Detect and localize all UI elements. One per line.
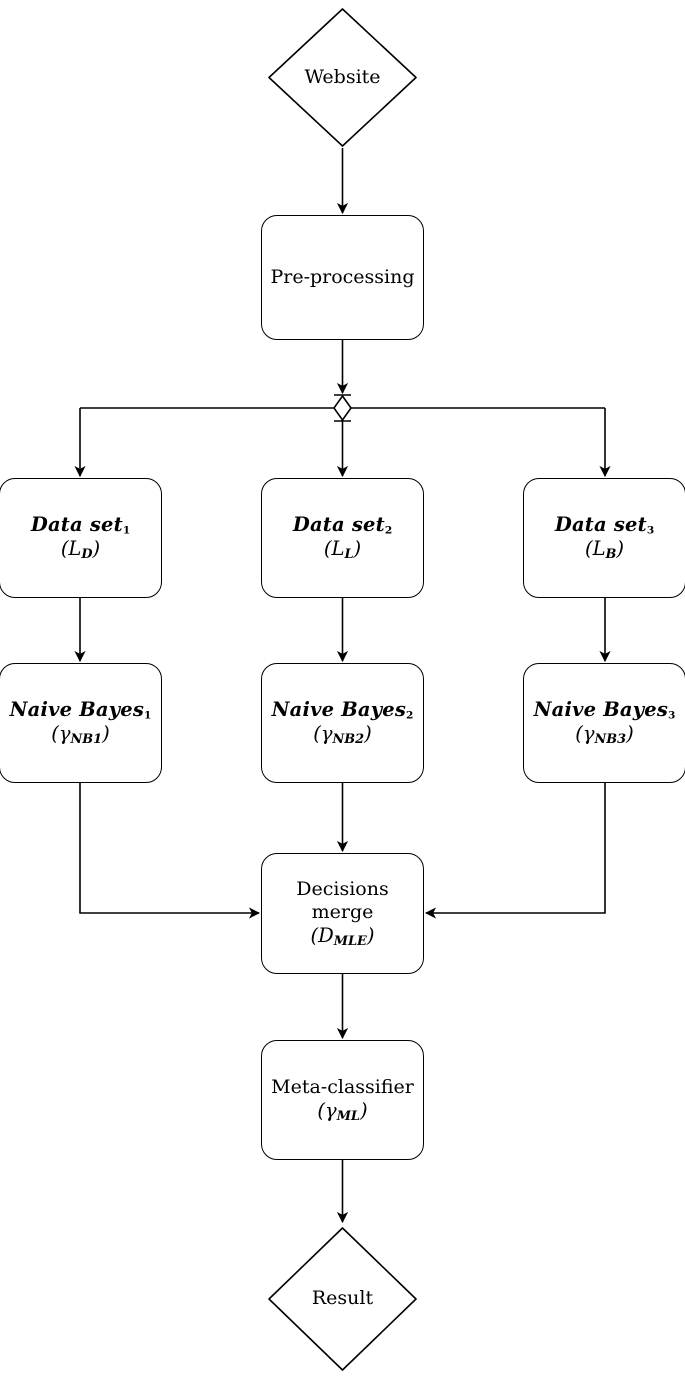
node-dataset1[interactable]: Data set1 (LD) xyxy=(0,478,162,598)
dataset1-line2-sub: D xyxy=(81,547,93,563)
merge-line1: Decisions xyxy=(296,877,389,900)
nb1-line1: Naive Bayes xyxy=(9,698,145,722)
meta-line1: Meta-classifier xyxy=(271,1075,414,1098)
nb1-line2-sub: NB1 xyxy=(70,732,103,748)
dataset3-line2-close: ) xyxy=(616,537,625,561)
nb3-line2-close: ) xyxy=(626,722,634,746)
nb2-line2-open: (γ xyxy=(313,722,333,746)
dataset2-sub: 2 xyxy=(384,524,393,537)
node-dataset2[interactable]: Data set2 (LL) xyxy=(261,478,424,598)
nb1-sub: 1 xyxy=(144,709,152,722)
dataset3-line1: Data set xyxy=(554,513,647,537)
dataset1-line1: Data set xyxy=(30,513,123,537)
edge-nb3-to-merge xyxy=(424,783,606,919)
nb3-line2-sub: NB3 xyxy=(594,732,627,748)
website-diamond-shape xyxy=(268,8,417,147)
node-naive-bayes2[interactable]: Naive Bayes2 (γNB2) xyxy=(261,663,424,783)
dataset2-line2-open: (L xyxy=(323,537,345,561)
dataset3-line2-open: (L xyxy=(584,537,606,561)
merge-line3-close: ) xyxy=(366,923,375,947)
dataset2-line2-close: ) xyxy=(353,537,362,561)
nb2-line2-sub: NB2 xyxy=(332,732,365,748)
node-naive-bayes3[interactable]: Naive Bayes3 (γNB3) xyxy=(523,663,685,783)
dataset3-sub: 3 xyxy=(646,524,655,537)
node-dataset1-label: Data set1 (LD) xyxy=(31,513,130,563)
result-diamond-shape xyxy=(268,1227,417,1371)
dataset1-line2-open: (L xyxy=(60,537,82,561)
node-decisions-merge-label: Decisions merge (DMLE) xyxy=(296,878,388,950)
node-naive-bayes3-label: Naive Bayes3 (γNB3) xyxy=(534,698,676,748)
nb1-line2-open: (γ xyxy=(51,722,71,746)
node-dataset3-label: Data set3 (LB) xyxy=(555,513,654,563)
nb2-line2-close: ) xyxy=(364,722,372,746)
node-preprocessing[interactable]: Pre-processing xyxy=(261,215,424,340)
node-dataset2-label: Data set2 (LL) xyxy=(293,513,392,563)
dataset1-line2-close: ) xyxy=(92,537,101,561)
nb3-sub: 3 xyxy=(668,709,676,722)
dataset1-sub: 1 xyxy=(122,524,131,537)
node-naive-bayes1-label: Naive Bayes1 (γNB1) xyxy=(10,698,152,748)
nb1-line2-close: ) xyxy=(102,722,110,746)
meta-line2-open: (γ xyxy=(317,1098,337,1122)
node-naive-bayes1[interactable]: Naive Bayes1 (γNB1) xyxy=(0,663,162,783)
node-website-label: Website xyxy=(304,65,381,88)
nb3-line2-open: (γ xyxy=(575,722,595,746)
node-dataset3[interactable]: Data set3 (LB) xyxy=(523,478,685,598)
dataset2-line2-sub: L xyxy=(344,547,354,563)
edge-nb1-to-merge xyxy=(79,783,261,919)
split-junction-diamond xyxy=(333,394,352,422)
merge-line2: merge xyxy=(311,900,374,923)
nb3-line1: Naive Bayes xyxy=(533,698,669,722)
nb2-line1: Naive Bayes xyxy=(271,698,407,722)
node-website[interactable]: Website xyxy=(265,5,420,150)
nb2-sub: 2 xyxy=(406,709,414,722)
node-meta-classifier[interactable]: Meta-classifier (γML) xyxy=(261,1040,424,1160)
dataset2-line1: Data set xyxy=(292,513,385,537)
node-naive-bayes2-label: Naive Bayes2 (γNB2) xyxy=(272,698,414,748)
node-result[interactable]: Result xyxy=(265,1224,420,1374)
merge-line3-sub: MLE xyxy=(333,933,367,949)
node-result-label: Result xyxy=(311,1287,374,1310)
node-preprocessing-label: Pre-processing xyxy=(270,265,415,288)
node-meta-classifier-label: Meta-classifier (γML) xyxy=(271,1076,414,1125)
meta-line2-sub: ML xyxy=(336,1108,360,1124)
meta-line2-close: ) xyxy=(359,1098,368,1122)
merge-line3-open: (D xyxy=(310,923,334,947)
dataset3-line2-sub: B xyxy=(605,547,617,563)
node-decisions-merge[interactable]: Decisions merge (DMLE) xyxy=(261,853,424,974)
